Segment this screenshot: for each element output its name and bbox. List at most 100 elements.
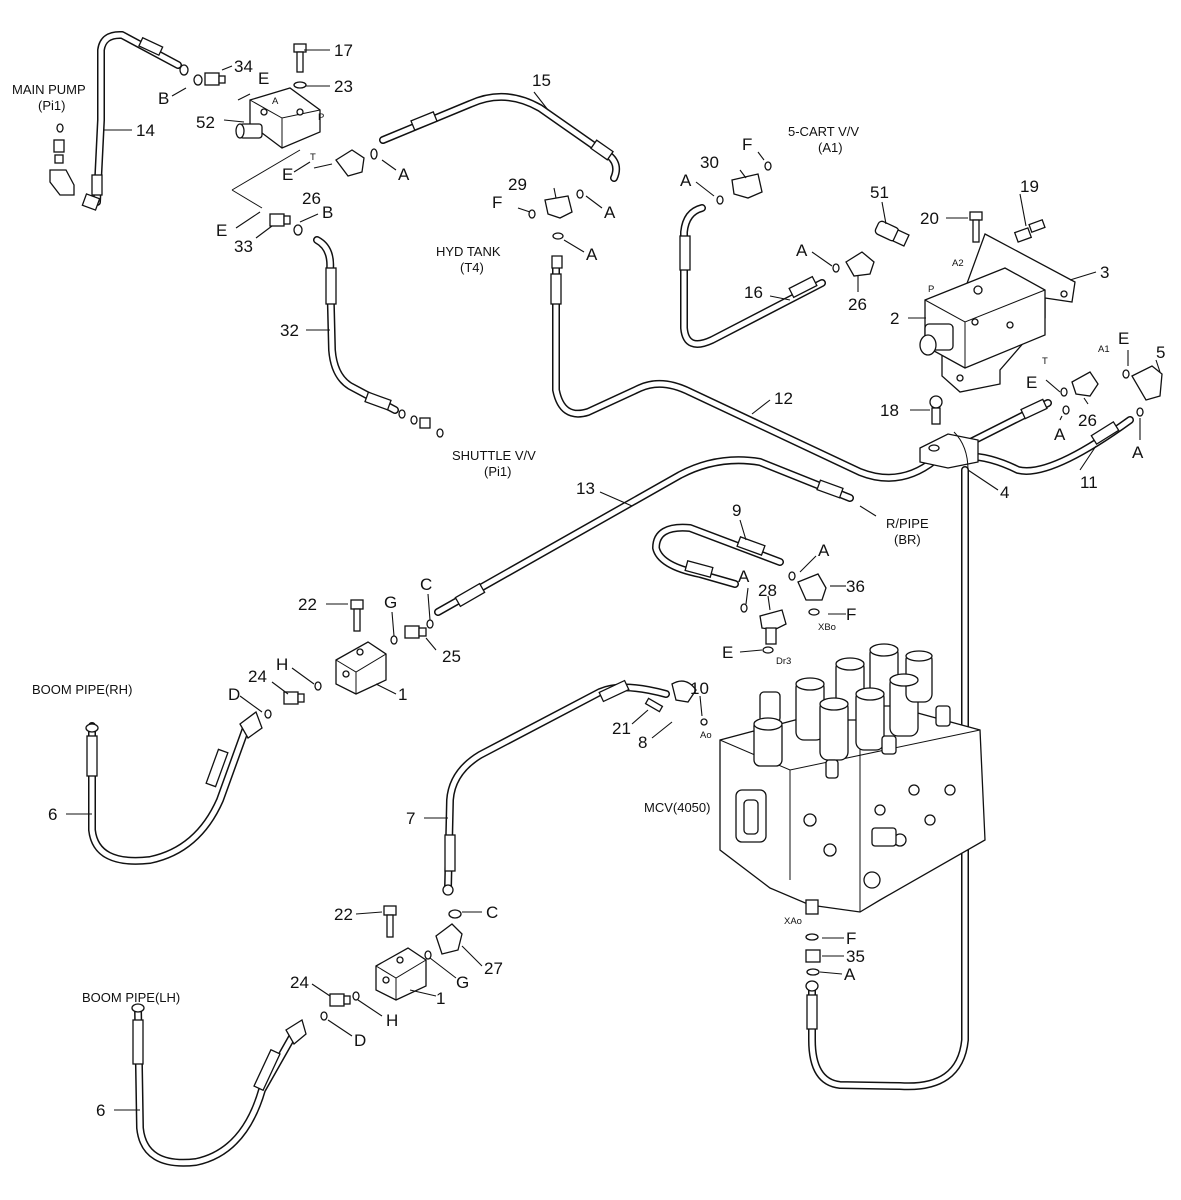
port-52-t: T	[310, 152, 316, 163]
callout-11: 11	[1080, 473, 1098, 492]
label-main-pump-port: (Pi1)	[38, 98, 65, 113]
tee-29	[528, 189, 584, 269]
hose-14	[91, 30, 182, 206]
callout-17: 17	[334, 41, 353, 60]
callout-15: 15	[532, 71, 551, 90]
letter-a-28: A	[738, 567, 750, 586]
letter-f-30: F	[742, 135, 752, 154]
callout-5: 5	[1156, 343, 1165, 362]
port-marks: A P T A2 P A1 T XBo Dr3 Ao XAo	[272, 96, 1110, 927]
mcv-block	[719, 643, 986, 915]
letter-g-lower: G	[456, 973, 469, 992]
label-boom-pipe-rh: BOOM PIPE(RH)	[32, 682, 132, 697]
hose-15	[379, 92, 621, 182]
fitting-35	[805, 949, 821, 963]
letter-a-15: A	[398, 165, 410, 184]
hose-11	[961, 416, 1134, 475]
valve-2	[919, 233, 1076, 393]
callout-33: 33	[234, 237, 253, 256]
label-shuttle: SHUTTLE V/V	[452, 448, 536, 463]
label-boom-pipe-lh: BOOM PIPE(LH)	[82, 990, 180, 1005]
letter-f-36: F	[846, 605, 856, 624]
shuttle-fitting	[398, 409, 444, 438]
callout-18: 18	[880, 401, 899, 420]
block-1-lower	[375, 905, 427, 1001]
callout-26-right: 26	[1078, 411, 1097, 430]
elbow-27	[424, 884, 463, 960]
callout-26-mid: 26	[848, 295, 867, 314]
fitting-24-lower	[285, 991, 360, 1045]
label-hyd-tank-port: (T4)	[460, 260, 484, 275]
label-hyd-tank: HYD TANK	[436, 244, 501, 259]
elbow-5	[1122, 365, 1163, 417]
hose-32	[313, 236, 399, 414]
callout-24-upper: 24	[248, 667, 267, 686]
callout-numbers: 14 34 52 17 23 26 15 33 32 29 30 51 20 1…	[48, 41, 1165, 1120]
letter-d-lower: D	[354, 1031, 366, 1050]
callout-6-rh: 6	[48, 805, 57, 824]
ring-f-bottom	[805, 933, 819, 941]
port-52-a: A	[272, 96, 279, 107]
callout-19: 19	[1020, 177, 1039, 196]
label-r-pipe-port: (BR)	[894, 532, 921, 547]
callout-2: 2	[890, 309, 899, 328]
hose-9	[652, 523, 784, 588]
port-2-p: P	[928, 284, 934, 295]
letter-a-26-right: A	[1054, 425, 1066, 444]
bolt-19	[1013, 219, 1046, 243]
hose-12	[550, 258, 1052, 482]
letter-a-29: A	[604, 203, 616, 222]
letter-d-upper: D	[228, 685, 240, 704]
clip-8	[644, 680, 708, 726]
callout-22-lower: 22	[334, 905, 353, 924]
callout-1-upper: 1	[398, 685, 407, 704]
hose-6-lh	[132, 1004, 300, 1167]
callout-29: 29	[508, 175, 527, 194]
callout-4: 4	[1000, 483, 1009, 502]
callout-30: 30	[700, 153, 719, 172]
letter-e-top: E	[258, 69, 269, 88]
callout-9: 9	[732, 501, 741, 520]
bolt-17	[293, 43, 307, 89]
letter-a-30: A	[680, 171, 692, 190]
letter-g-upper: G	[384, 593, 397, 612]
letter-a-bottom: A	[844, 965, 856, 984]
letter-e-5: E	[1118, 329, 1129, 348]
elbow-26-top	[335, 148, 378, 177]
label-main-pump: MAIN PUMP	[12, 82, 86, 97]
ring-a-bottom	[806, 968, 820, 976]
main-pump-fitting	[49, 123, 101, 211]
letter-a-36: A	[818, 541, 830, 560]
callout-3: 3	[1100, 263, 1109, 282]
bolt-20	[969, 211, 983, 243]
callout-13: 13	[576, 479, 595, 498]
callout-10: 10	[690, 679, 709, 698]
tee-28	[740, 603, 787, 654]
destination-labels: MAIN PUMP (Pi1) 5-CART V/V (A1) HYD TANK…	[12, 82, 929, 1005]
letter-b-32: B	[322, 203, 333, 222]
hose-6-rh	[86, 722, 250, 865]
elbow-26-mid	[832, 251, 875, 277]
callout-14: 14	[136, 121, 155, 140]
letter-c-25: C	[420, 575, 432, 594]
letter-a-26: A	[796, 241, 808, 260]
callout-27: 27	[484, 959, 503, 978]
fitting-33	[269, 213, 303, 236]
fitting-34	[179, 64, 226, 86]
port-2-a1: A1	[1098, 344, 1110, 355]
callout-35: 35	[846, 947, 865, 966]
port-2-t: T	[1042, 356, 1048, 367]
callout-28: 28	[758, 581, 777, 600]
label-r-pipe: R/PIPE	[886, 516, 929, 531]
callout-8: 8	[638, 733, 647, 752]
hose-13	[434, 456, 854, 616]
letter-f-29: F	[492, 193, 502, 212]
callout-22-upper: 22	[298, 595, 317, 614]
callout-25: 25	[442, 647, 461, 666]
port-52-p: P	[318, 112, 324, 123]
hose-16	[679, 204, 826, 348]
port-xbo: XBo	[818, 622, 836, 633]
callout-6-lh: 6	[96, 1101, 105, 1120]
